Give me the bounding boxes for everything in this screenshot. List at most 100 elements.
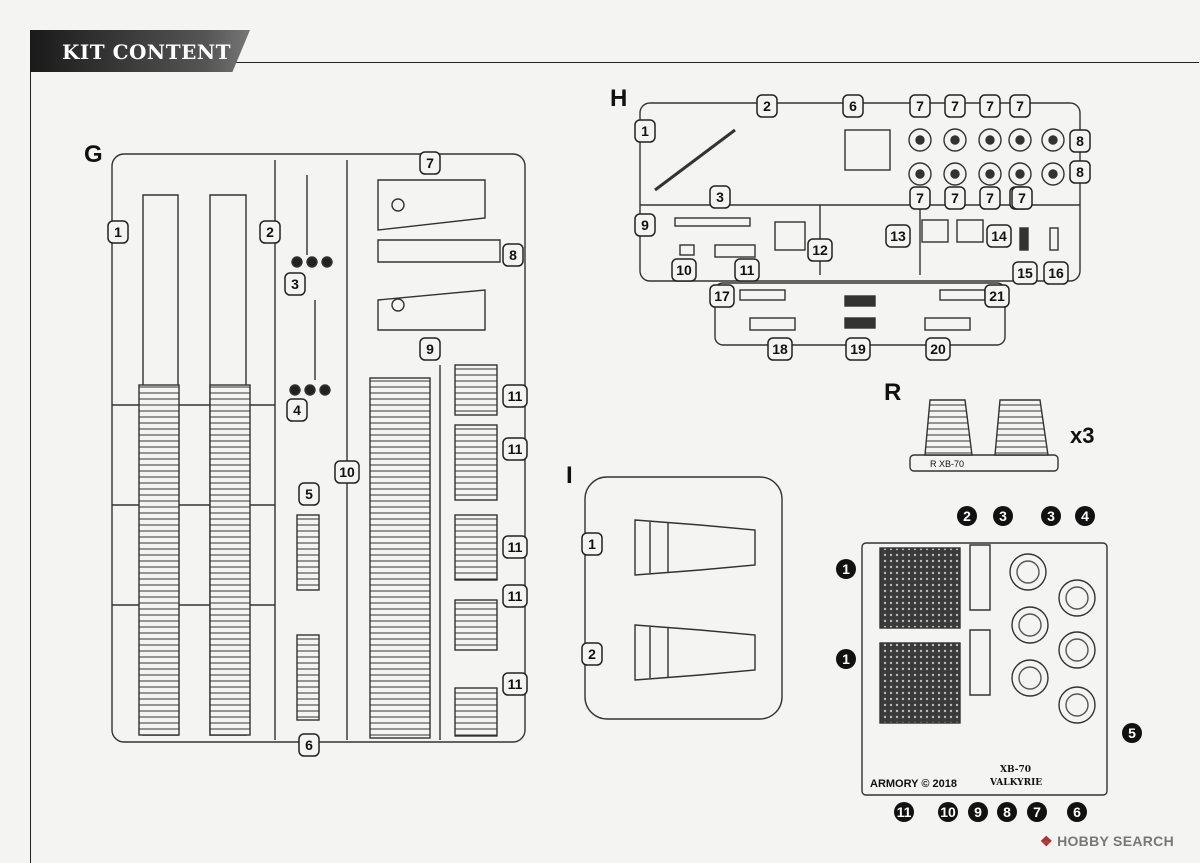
sprue-h-part-callout: 19 <box>845 337 871 361</box>
callout-number: 8 <box>1003 804 1011 820</box>
sprue-i-part-callout: 2 <box>581 642 603 666</box>
sprue-h-part-callout: 20 <box>925 337 951 361</box>
callout-number: 1 <box>588 536 596 552</box>
sprue-g-letter: G <box>84 141 103 168</box>
callout-number: 11 <box>508 676 523 692</box>
photo-etch-fret: ARMORY © 2018 XB-70 VALKYRIE <box>861 542 1108 796</box>
callout-badge <box>298 482 320 506</box>
callout-number: 18 <box>772 341 788 357</box>
callout-badge <box>502 384 528 408</box>
callout-badge <box>944 94 966 118</box>
callout-badge <box>836 649 856 669</box>
sprue-h-part-callout: 15 <box>1012 261 1038 285</box>
sprue-g-part-callout: 2 <box>259 220 281 244</box>
callout-badge <box>581 642 603 666</box>
callout-number: 10 <box>676 262 692 278</box>
page-border <box>30 62 1199 863</box>
sprue-g-part-callout: 7 <box>419 151 441 175</box>
callout-badge <box>634 119 656 143</box>
callout-badge <box>845 337 871 361</box>
callout-number: 2 <box>266 224 274 240</box>
callout-badge <box>1122 723 1142 743</box>
callout-badge <box>938 802 958 822</box>
sprue-g-part-callout: 1 <box>107 220 129 244</box>
photo-etch-part-callout: 6 <box>1067 802 1087 822</box>
callout-number: 2 <box>963 508 971 524</box>
callout-number: 10 <box>940 804 956 820</box>
callout-number: 4 <box>1081 508 1089 524</box>
sprue-h-part-callout: 7 <box>979 186 1001 210</box>
callout-badge <box>581 532 603 556</box>
sprue-r-quantity: x3 <box>1070 423 1094 448</box>
sprue-h-part-callout: 10 <box>671 258 697 282</box>
title-banner <box>30 30 250 72</box>
sprue-g-part-callout: 6 <box>298 733 320 757</box>
callout-badge <box>968 802 988 822</box>
sprue-h-letter: H <box>610 85 627 112</box>
callout-badge <box>979 186 1001 210</box>
callout-badge <box>502 535 528 559</box>
callout-badge <box>909 94 931 118</box>
callout-badge <box>709 284 735 308</box>
pe-engraving-brand: ARMORY © 2018 <box>870 778 957 790</box>
photo-etch-part-callout: 3 <box>993 506 1013 526</box>
callout-number: 14 <box>991 228 1007 244</box>
sprue-h-part-callout: 21 <box>984 284 1010 308</box>
callout-badge <box>1075 506 1095 526</box>
callout-badge <box>298 733 320 757</box>
hobby-search-watermark: ❖ HOBBY SEARCH <box>1040 833 1174 850</box>
callout-badge <box>957 506 977 526</box>
callout-number: 2 <box>763 98 771 114</box>
callout-badge <box>709 185 731 209</box>
sprue-h: H <box>610 85 1081 346</box>
sprue-h-part-callout: 7 <box>979 94 1001 118</box>
photo-etch-part-callout: 5 <box>1122 723 1142 743</box>
callout-badge <box>419 151 441 175</box>
callout-number: 3 <box>999 508 1007 524</box>
photo-etch-part-callout: 1 <box>836 559 856 579</box>
sprue-h-part-callout: 14 <box>986 224 1012 248</box>
callout-badge <box>984 284 1010 308</box>
callout-badge <box>979 94 1001 118</box>
callout-badge <box>767 337 793 361</box>
callout-number: 7 <box>986 98 994 114</box>
callout-badge <box>502 672 528 696</box>
photo-etch-part-callout: 8 <box>997 802 1017 822</box>
sprue-g-part-callout: 11 <box>502 584 528 608</box>
callout-number: 12 <box>812 242 828 258</box>
callout-number: 15 <box>1017 265 1033 281</box>
sprue-h-part-callout: 7 <box>944 94 966 118</box>
sprue-g-part-callout: 11 <box>502 672 528 696</box>
sprue-g-part-callout: 11 <box>502 535 528 559</box>
callout-badge <box>634 213 656 237</box>
callout-badge <box>734 258 760 282</box>
callout-number: 7 <box>1018 190 1026 206</box>
sprue-h-part-callout: 7 <box>1009 94 1031 118</box>
sprue-h-part-callout: 7 <box>944 186 966 210</box>
photo-etch-part-callout: 11 <box>894 802 914 822</box>
photo-etch-part-callout: 3 <box>1041 506 1061 526</box>
hobby-search-label: HOBBY SEARCH <box>1057 833 1174 849</box>
callout-number: 1 <box>842 561 850 577</box>
callout-number: 1 <box>641 123 649 139</box>
callout-badge <box>842 94 864 118</box>
callout-number: 19 <box>850 341 866 357</box>
callout-number: 2 <box>588 646 596 662</box>
sprue-h-part-callout: 18 <box>767 337 793 361</box>
callout-number: 7 <box>916 98 924 114</box>
callout-badge <box>1067 802 1087 822</box>
callout-badge <box>993 506 1013 526</box>
pe-engraving-model-line2: VALKYRIE <box>989 778 1042 788</box>
callout-badge <box>1069 129 1091 153</box>
sprue-i-part-callout: 1 <box>581 532 603 556</box>
photo-etch-part-callout: 7 <box>1027 802 1047 822</box>
sprue-h-part-callout: 9 <box>634 213 656 237</box>
sprue-g-part-callout: 3 <box>284 272 306 296</box>
callout-badge <box>1043 261 1069 285</box>
sprue-h-part-callout: 7 <box>909 186 931 210</box>
callout-number: 1 <box>842 651 850 667</box>
sprue-r-engraving: R XB-70 <box>930 459 964 469</box>
callout-number: 13 <box>890 228 906 244</box>
callout-number: 7 <box>1033 804 1041 820</box>
